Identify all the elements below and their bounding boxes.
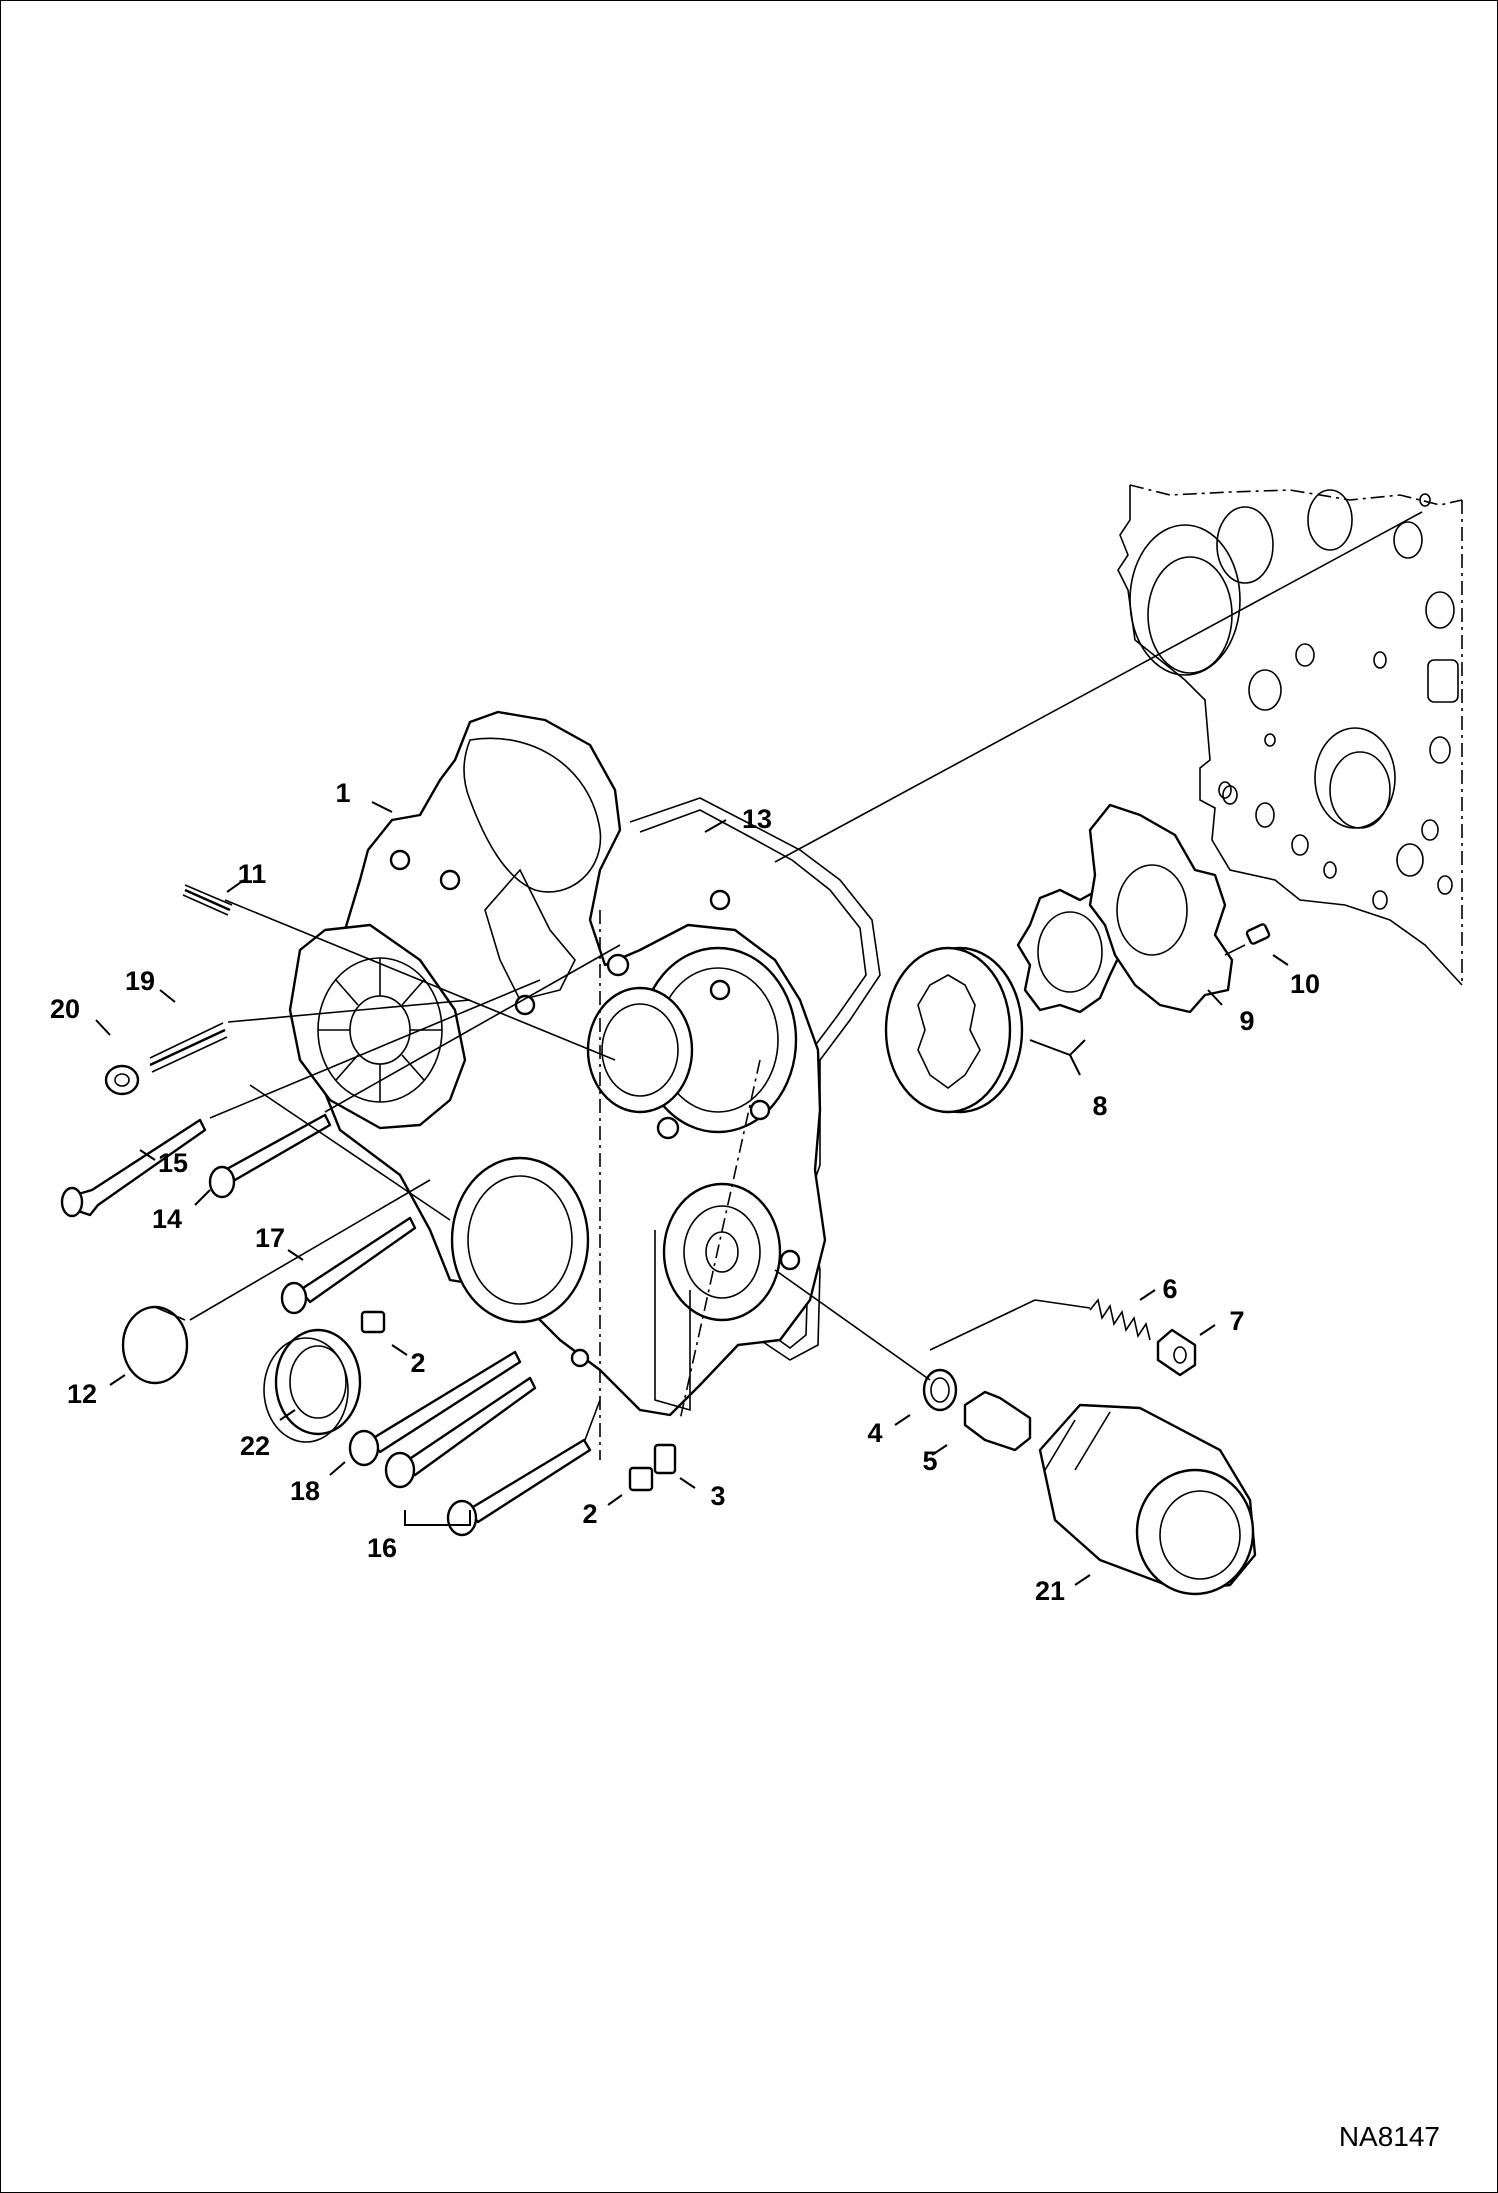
bolt-15-drawing <box>60 1118 207 1218</box>
bolt-19-drawing <box>149 1022 228 1073</box>
plug-12-drawing <box>121 1305 189 1385</box>
bolt-11-drawing <box>182 884 233 916</box>
plug-7-drawing <box>1156 1328 1197 1377</box>
oil-pump-plate-drawing <box>1088 803 1234 1014</box>
callout-10: 10 <box>1290 969 1320 999</box>
screw-10-drawing <box>1224 923 1271 956</box>
bolt-17-drawing <box>280 1216 417 1315</box>
callout-17: 17 <box>255 1223 285 1253</box>
alignment-lines <box>189 899 1091 1441</box>
callout-15: 15 <box>158 1148 188 1178</box>
callout-6: 6 <box>1162 1274 1177 1304</box>
callout-5: 5 <box>922 1446 937 1476</box>
callout-18: 18 <box>290 1476 320 1506</box>
callout-1: 1 <box>335 778 350 808</box>
timing-cover-grille-drawing <box>288 923 467 1130</box>
callout-21: 21 <box>1035 1576 1065 1606</box>
callout-labels: 1 2 2 3 4 5 6 7 8 9 10 11 12 13 14 15 16… <box>50 778 1320 1606</box>
callout-2-lower: 2 <box>582 1499 597 1529</box>
bolt-16-drawing <box>384 1376 592 1537</box>
callout-22: 22 <box>240 1431 270 1461</box>
bolt-14-drawing <box>208 1113 332 1199</box>
callout-7: 7 <box>1229 1306 1244 1336</box>
nut-20-drawing <box>104 1064 140 1096</box>
callout-12: 12 <box>67 1379 97 1409</box>
engine-block-drawing <box>1117 484 1463 986</box>
callout-2-upper: 2 <box>410 1348 425 1378</box>
plug-2-lower-drawing <box>628 1466 654 1492</box>
plug-2-upper-drawing <box>360 1310 386 1334</box>
plug-3-drawing <box>653 1443 677 1475</box>
gear-case-gasket-drawing <box>629 797 881 1361</box>
callout-16: 16 <box>367 1533 397 1563</box>
oil-filter-21-drawing <box>1038 1403 1257 1596</box>
seal-22-drawing <box>263 1328 362 1443</box>
gear-case-drawing <box>318 710 827 1460</box>
callout-19: 19 <box>125 966 155 996</box>
callout-9: 9 <box>1239 1006 1254 1036</box>
leader-lines <box>95 801 1289 1586</box>
spring-6-drawing <box>1089 1298 1151 1341</box>
bolt-18-drawing <box>348 1350 522 1467</box>
figure-id: NA8147 <box>1338 2121 1440 2152</box>
callout-13: 13 <box>742 804 772 834</box>
callout-20: 20 <box>50 994 80 1024</box>
washer-4-drawing <box>922 1368 958 1412</box>
callout-4: 4 <box>867 1418 882 1448</box>
callout-11: 11 <box>238 859 267 889</box>
callout-3: 3 <box>710 1481 725 1511</box>
callout-14: 14 <box>152 1204 182 1234</box>
callout-8: 8 <box>1092 1091 1107 1121</box>
oil-pump-rotor-drawing <box>884 888 1124 1114</box>
fitting-5-drawing <box>963 1390 1032 1452</box>
